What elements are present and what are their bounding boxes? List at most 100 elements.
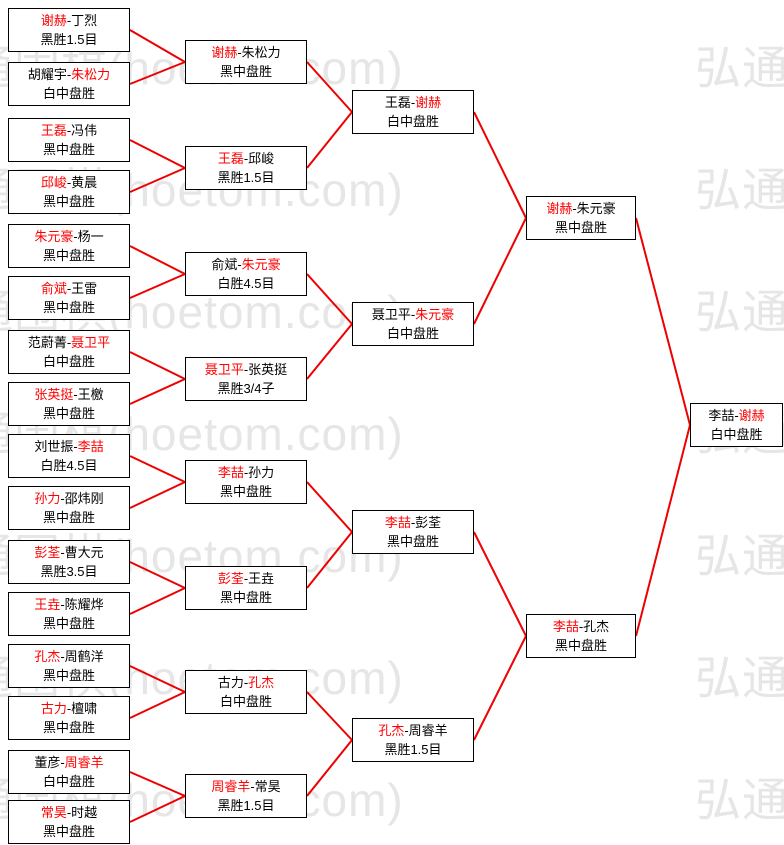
match-players: 李喆-孙力 [186, 463, 306, 482]
bracket-connector [129, 61, 186, 85]
match-box-round2-8: 周睿羊-常昊黑胜1.5目 [185, 774, 307, 818]
winner-name: 谢赫 [40, 13, 67, 28]
player-name: 刘世振- [34, 439, 78, 454]
match-players: 孔杰-周鹤洋 [9, 647, 129, 666]
player-name: -王垚 [243, 571, 275, 586]
match-players: 王磊-邱峻 [186, 149, 306, 168]
match-players: 邱峻-黄晨 [9, 173, 129, 192]
bracket-connector [473, 217, 527, 325]
bracket-connector [129, 665, 186, 693]
match-players: 孔杰-周睿羊 [353, 721, 473, 740]
player-name: 俞斌- [211, 257, 242, 272]
match-players: 孙力-邵炜刚 [9, 489, 129, 508]
winner-name: 孔杰 [34, 649, 61, 664]
winner-name: 孙力 [34, 491, 61, 506]
bracket-connector [129, 139, 186, 169]
winner-name: 李喆 [217, 465, 244, 480]
winner-name: 彭荃 [34, 545, 61, 560]
match-box-round2-6: 彭荃-王垚黑中盘胜 [185, 566, 307, 610]
match-result: 黑中盘胜 [42, 194, 95, 209]
match-box-round2-5: 李喆-孙力黑中盘胜 [185, 460, 307, 504]
winner-name: 俞斌 [40, 281, 67, 296]
winner-name: 王磊 [40, 123, 67, 138]
match-players: 谢赫-朱元豪 [527, 199, 635, 218]
bracket-connector [635, 217, 691, 426]
match-players: 李喆-彭荃 [353, 513, 473, 532]
match-box-round1-4: 邱峻-黄晨黑中盘胜 [8, 170, 130, 214]
player-name: -孔杰 [578, 619, 610, 634]
bracket-connector [129, 691, 186, 719]
match-players: 王磊-冯伟 [9, 121, 129, 140]
bracket-connector [635, 424, 691, 637]
match-result: 白中盘胜 [42, 86, 95, 101]
match-players: 俞斌-朱元豪 [186, 255, 306, 274]
match-players: 李喆-孔杰 [527, 617, 635, 636]
match-result: 黑胜1.5目 [384, 742, 442, 757]
match-box-round1-2: 胡耀宇-朱松力白中盘胜 [8, 62, 130, 106]
player-name: -王雷 [66, 281, 98, 296]
player-name: -黄晨 [66, 175, 98, 190]
bracket-connector [129, 245, 186, 275]
match-box-round2-1: 谢赫-朱松力黑中盘胜 [185, 40, 307, 84]
bracket-connector [129, 167, 186, 193]
match-result: 黑胜1.5目 [217, 798, 275, 813]
winner-name: 李喆 [77, 439, 104, 454]
player-name: -周睿羊 [404, 723, 448, 738]
winner-name: 谢赫 [211, 45, 238, 60]
bracket-connector [129, 378, 186, 405]
winner-name: 王磊 [217, 151, 244, 166]
winner-name: 张英挺 [34, 387, 74, 402]
match-box-round1-7: 范蔚菁-聂卫平白中盘胜 [8, 330, 130, 374]
bracket-connector [129, 561, 186, 589]
match-result: 黑中盘胜 [219, 64, 272, 79]
winner-name: 谢赫 [546, 201, 573, 216]
player-name: -朱元豪 [572, 201, 616, 216]
match-players: 常昊-时越 [9, 803, 129, 822]
winner-name: 李喆 [384, 515, 411, 530]
player-name: -邱峻 [243, 151, 275, 166]
match-box-quarterfinal-1: 王磊-谢赫白中盘胜 [352, 90, 474, 134]
player-name: 胡耀宇- [27, 67, 72, 82]
match-players: 古力-孔杰 [186, 673, 306, 692]
winner-name: 谢赫 [415, 95, 442, 110]
player-name: 李喆- [708, 408, 739, 423]
match-result: 黑中盘胜 [42, 300, 95, 315]
match-result: 白中盘胜 [710, 427, 763, 442]
player-name: -周鹤洋 [60, 649, 104, 664]
bracket-connector [129, 455, 186, 483]
bracket-connector [473, 635, 527, 741]
match-box-round1-16: 常昊-时越黑中盘胜 [8, 800, 130, 844]
player-name: 王磊- [384, 95, 416, 110]
match-box-round1-1: 谢赫-丁烈黑胜1.5目 [8, 8, 130, 52]
match-box-round1-11: 彭荃-曹大元黑胜3.5目 [8, 540, 130, 584]
player-name: -邵炜刚 [60, 491, 104, 506]
match-box-round1-10: 孙力-邵炜刚黑中盘胜 [8, 486, 130, 530]
winner-name: 谢赫 [738, 408, 765, 423]
match-result: 黑中盘胜 [42, 824, 95, 839]
player-name: 古力- [217, 675, 249, 690]
player-name: -张英挺 [243, 362, 288, 377]
player-name: -杨一 [73, 229, 104, 244]
player-name: -朱松力 [237, 45, 281, 60]
winner-name: 常昊 [40, 805, 67, 820]
match-players: 董彦-周睿羊 [9, 753, 129, 772]
winner-name: 古力 [40, 701, 67, 716]
bracket-connector [306, 61, 353, 113]
match-box-semifinal-2: 李喆-孔杰黑中盘胜 [526, 614, 636, 658]
match-result: 白中盘胜 [219, 694, 272, 709]
match-players: 王磊-谢赫 [353, 93, 473, 112]
match-box-final-1: 李喆-谢赫白中盘胜 [690, 403, 783, 447]
winner-name: 周睿羊 [211, 779, 251, 794]
player-name: -孙力 [243, 465, 275, 480]
match-box-quarterfinal-4: 孔杰-周睿羊黑胜1.5目 [352, 718, 474, 762]
match-players: 聂卫平-朱元豪 [353, 305, 473, 324]
match-result: 黑胜3.5目 [40, 564, 98, 579]
match-result: 白中盘胜 [42, 354, 95, 369]
player-name: -陈耀烨 [60, 597, 104, 612]
match-result: 白中盘胜 [386, 326, 439, 341]
match-result: 黑中盘胜 [554, 220, 607, 235]
match-box-semifinal-1: 谢赫-朱元豪黑中盘胜 [526, 196, 636, 240]
player-name: -丁烈 [66, 13, 98, 28]
